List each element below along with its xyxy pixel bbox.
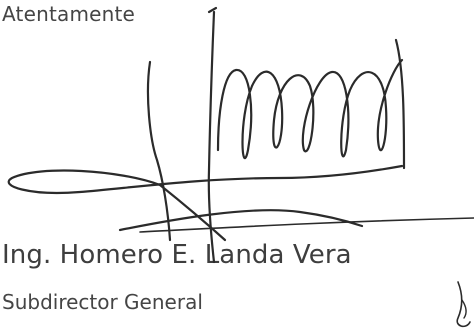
signer-name: Ing. Homero E. Landa Vera	[2, 240, 352, 270]
signer-role: Subdirector General	[2, 290, 203, 314]
closing-text: Atentamente	[2, 2, 136, 26]
